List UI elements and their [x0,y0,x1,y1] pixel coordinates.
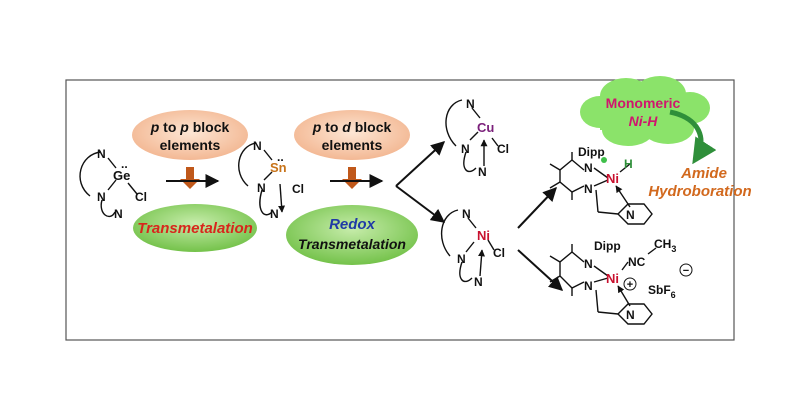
nickel-chloride-complex: N N N Ni Cl [440,207,505,289]
atom-n: N [257,181,266,195]
lone-pair: .. [277,150,284,164]
copper-complex: N N N Cu Cl [445,97,509,179]
atom-cl: Cl [493,246,505,260]
oval-transmetalation [133,204,257,252]
hydride-dot [601,157,607,163]
transmetalation-label-2: Transmetalation [298,236,406,252]
down-arrow-1 [186,167,194,179]
fork-arrow-ni [395,185,446,223]
cloud-line2: Ni-H [629,113,659,129]
atom-cl: Cl [292,182,304,196]
redox-label: Redox [329,216,376,233]
acetonitrile-ch3: CH3 [654,237,676,254]
arrow-to-ni-cation [517,249,564,291]
sbf6-counterion: SbF6 [648,283,676,300]
atom-cu: Cu [477,120,494,135]
nickel-hydride-complex: N N N Dipp Ni H [549,145,653,225]
oval-p-to-p [132,110,248,160]
atom-n: N [97,147,106,161]
atom-n: N [97,190,106,204]
oval-p-to-d-line1: p to d block [312,119,392,135]
atom-n: N [584,279,593,293]
oval-p-to-d-line2: elements [322,137,383,153]
oval-p-to-p-line1: p to p block [150,119,230,135]
atom-ni: Ni [606,271,619,286]
fork-arrow-cu [395,141,446,187]
atom-dipp: Dipp [594,239,621,253]
atom-n: N [474,275,483,289]
atom-n: N [626,208,635,222]
amide-label: Amide [680,165,727,182]
transmetalation-label: Transmetalation [137,220,253,237]
atom-n: N [466,97,475,111]
hydroboration-label: Hydroboration [648,183,751,200]
minus-charge: − [683,265,689,277]
down-arrow-2 [348,167,356,179]
atom-n: N [462,207,471,221]
cloud-line1: Monomeric [606,95,681,111]
atom-n: N [114,207,123,221]
atom-sn: Sn [270,160,287,175]
atom-n: N [457,252,466,266]
atom-n: N [253,139,262,153]
atom-h: H [624,157,633,171]
atom-ni: Ni [477,228,490,243]
stannylene-complex: N N N Sn .. Cl [238,139,304,221]
minus-charge-circle [679,263,693,277]
lone-pair: .. [121,157,128,171]
oval-p-to-p-line2: elements [160,137,221,153]
atom-n: N [584,182,593,196]
germylene-complex: N N N Ge .. Cl [79,147,147,221]
plus-charge: + [627,279,633,291]
atom-ni: Ni [606,171,619,186]
atom-cl: Cl [135,190,147,204]
plus-charge-circle [623,277,637,291]
atom-dipp: Dipp [578,145,605,159]
oval-p-to-d [294,110,410,160]
monomeric-ni-h-cloud: Monomeric Ni-H [580,76,710,146]
atom-n: N [626,308,635,322]
nickel-cationic-complex: N N N Dipp NC CH3 Ni + SbF6 − [549,237,693,325]
atom-n: N [584,161,593,175]
atom-cl: Cl [497,142,509,156]
atom-n: N [478,165,487,179]
acetonitrile-nc: NC [628,255,646,269]
arrow-to-ni-h [517,186,557,229]
oval-redox-transmetalation [286,205,418,265]
atom-n: N [270,207,279,221]
curved-arrow-to-amide [669,109,717,165]
atom-n: N [461,142,470,156]
atom-n: N [584,257,593,271]
atom-ge: Ge [113,168,130,183]
